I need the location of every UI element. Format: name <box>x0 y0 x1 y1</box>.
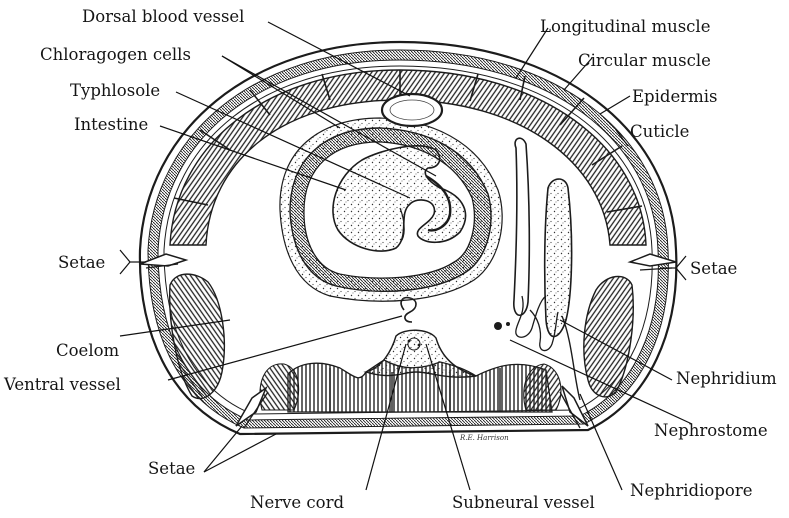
label-setae-left: Setae <box>58 253 105 272</box>
label-subneural-vessel: Subneural vessel <box>452 493 595 512</box>
ventral-vessel <box>401 298 416 322</box>
label-coelom: Coelom <box>56 341 120 360</box>
label-typhlosole: Typhlosole <box>70 81 160 100</box>
label-circular-muscle: Circular muscle <box>578 51 711 70</box>
label-nephridiopore: Nephridiopore <box>630 481 752 500</box>
label-cuticle: Cuticle <box>630 122 689 141</box>
label-epidermis: Epidermis <box>632 87 718 106</box>
nerve-cord-structure <box>366 330 476 377</box>
label-chloragogen-cells: Chloragogen cells <box>40 45 191 64</box>
label-setae-right: Setae <box>690 259 737 278</box>
nephridium <box>494 138 580 400</box>
intestine <box>280 118 502 301</box>
label-setae-bottom: Setae <box>148 459 195 478</box>
label-nephridium: Nephridium <box>676 369 777 388</box>
longitudinal-muscle-left-lower <box>170 274 225 398</box>
seta-right <box>630 254 676 266</box>
label-nerve-cord: Nerve cord <box>250 493 344 512</box>
nephrostome-opening <box>494 322 502 330</box>
artist-signature: R.E. Harrison <box>459 434 509 442</box>
label-longitudinal-muscle: Longitudinal muscle <box>540 17 710 36</box>
ventral-feather-left <box>260 364 299 410</box>
label-nephrostome: Nephrostome <box>654 421 768 440</box>
label-dorsal-blood-vessel: Dorsal blood vessel <box>82 7 244 26</box>
label-intestine: Intestine <box>74 115 148 134</box>
dorsal-blood-vessel <box>382 94 442 126</box>
nerve-cord-body <box>366 330 476 377</box>
nephridium-tube-left <box>514 138 530 315</box>
label-ventral-vessel: Ventral vessel <box>3 375 121 394</box>
seta-left <box>140 254 186 266</box>
